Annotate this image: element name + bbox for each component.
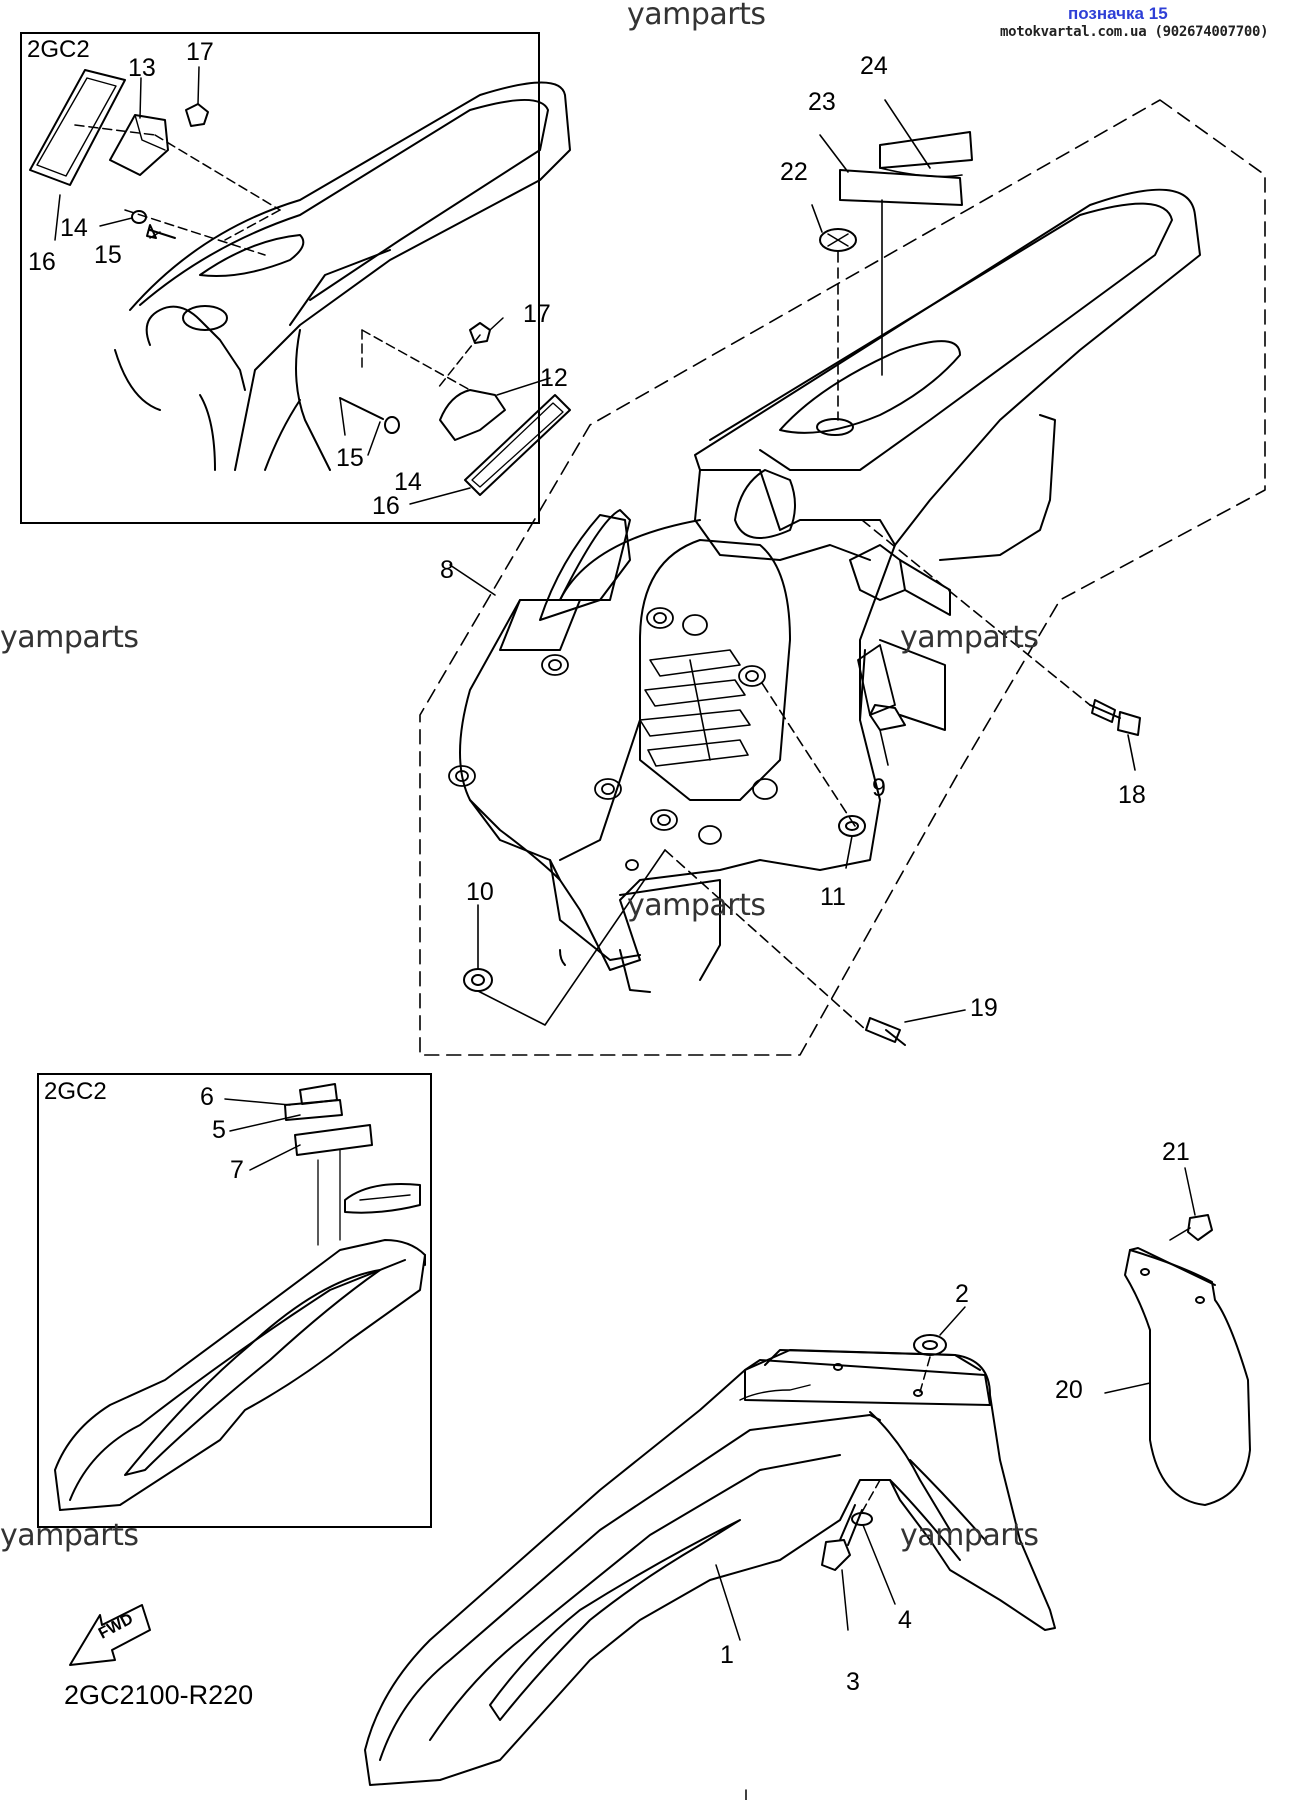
callout-14: 14 [394, 468, 422, 496]
rear-inset-leaders [54, 66, 551, 505]
part-20-mudflap [1124, 1247, 1251, 1506]
fwd-arrow-icon [69, 1604, 151, 1666]
rear-inset-art [29, 69, 571, 496]
callout-10: 10 [466, 878, 494, 906]
watermark: yamparts [0, 1518, 139, 1553]
part-19-bolt [865, 1017, 906, 1046]
part-11-grommet [838, 815, 866, 837]
rear-inset-label: 2GC2 [27, 36, 90, 63]
callout-18: 18 [1118, 781, 1146, 809]
callout-5: 5 [212, 1116, 226, 1144]
front-inset-label: 2GC2 [44, 1078, 107, 1105]
callout-4: 4 [898, 1606, 912, 1634]
watermark: yamparts [627, 888, 766, 923]
front-fender-shape [364, 1349, 1056, 1786]
callout-11: 11 [820, 883, 846, 911]
callout-9: 9 [872, 774, 886, 802]
diagram-code: 2GC2100-R220 [64, 1680, 254, 1710]
rear-assembly-boundary [419, 99, 1266, 1056]
callout-16: 16 [28, 248, 56, 276]
callout-13: 13 [128, 54, 156, 82]
rear-inset-box [20, 32, 540, 524]
header-source: motokvartal.com.ua (902674007700) [1000, 24, 1269, 40]
rear-fender-shape [448, 188, 1201, 993]
callout-1: 1 [720, 1641, 734, 1669]
part-4-washer [851, 1512, 873, 1526]
callout-15: 15 [336, 444, 364, 472]
callout-16: 16 [372, 492, 400, 520]
part-22-grommet [819, 228, 857, 252]
callout-15: 15 [94, 241, 122, 269]
part-23-24-decals [839, 131, 973, 206]
front-leaders [715, 1306, 966, 1641]
callout-12: 12 [540, 364, 568, 392]
callout-24: 24 [860, 52, 888, 80]
part-10-grommet [463, 968, 493, 992]
callout-6: 6 [200, 1083, 214, 1111]
part-9-clip [869, 704, 906, 731]
watermark: yamparts [900, 620, 1039, 655]
watermark: yamparts [627, 0, 766, 32]
part-21-screw [1169, 1214, 1213, 1241]
part-2-nut [913, 1334, 947, 1356]
callout-20: 20 [1055, 1376, 1083, 1404]
header-title: позначка 15 [1068, 4, 1168, 23]
part-18-bolt [1089, 699, 1141, 736]
callout-22: 22 [780, 158, 808, 186]
callout-14: 14 [60, 214, 88, 242]
front-inset-art [54, 1083, 426, 1511]
callout-17: 17 [186, 38, 214, 66]
callout-8: 8 [440, 556, 454, 584]
front-inset-box [37, 1073, 432, 1528]
callout-19: 19 [970, 994, 998, 1022]
callout-3: 3 [846, 1668, 860, 1696]
watermark: yamparts [900, 1518, 1039, 1553]
front-inset-leaders [224, 1098, 301, 1171]
callout-7: 7 [230, 1156, 244, 1184]
watermark: yamparts [0, 620, 139, 655]
part-3-bolt [821, 1504, 863, 1571]
callout-17: 17 [523, 300, 551, 328]
callout-21: 21 [1162, 1138, 1190, 1166]
callout-23: 23 [808, 88, 836, 116]
callout-2: 2 [955, 1280, 969, 1308]
